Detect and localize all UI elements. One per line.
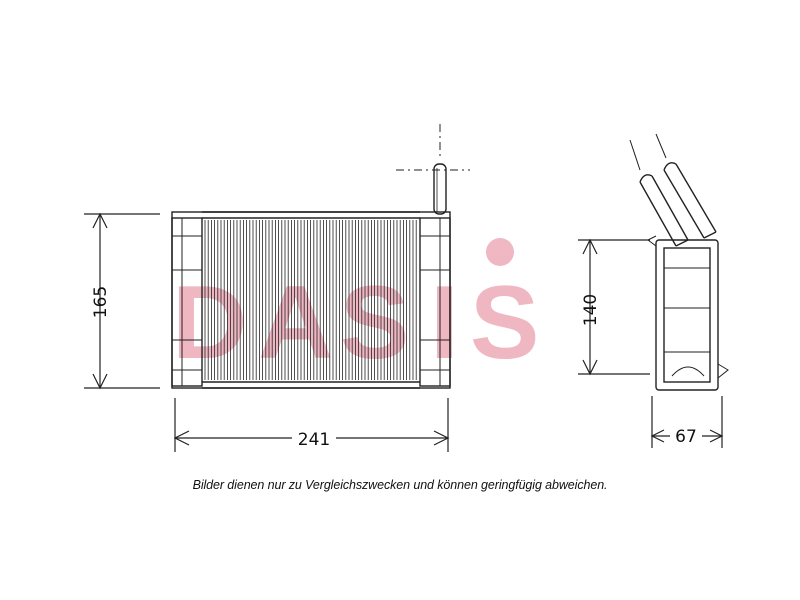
side-pipe-1 <box>639 175 689 247</box>
side-view <box>629 133 729 391</box>
side-pipe-2 <box>663 163 717 239</box>
watermark-letter-d: D <box>172 265 247 381</box>
core-fins <box>204 220 417 380</box>
inlet-pipe <box>433 163 447 215</box>
watermark-letter-s2: S <box>470 265 539 381</box>
dimension-height-side <box>578 238 650 376</box>
dimension-label-height-side: 140 <box>581 294 601 326</box>
centerline <box>396 124 470 171</box>
right-tank <box>419 217 451 387</box>
dimension-label-height-front: 165 <box>91 286 111 318</box>
watermark-letter-i: I <box>430 265 459 381</box>
disclaimer-caption: Bilder dienen nur zu Vergleichszwecken u… <box>192 478 608 492</box>
front-view <box>171 124 470 389</box>
left-tank <box>171 217 203 387</box>
dimension-height-front <box>84 212 160 390</box>
watermark-dot <box>486 238 514 266</box>
dimension-label-width-front: 241 <box>298 430 330 450</box>
dimension-label-depth-side: 67 <box>675 427 697 447</box>
